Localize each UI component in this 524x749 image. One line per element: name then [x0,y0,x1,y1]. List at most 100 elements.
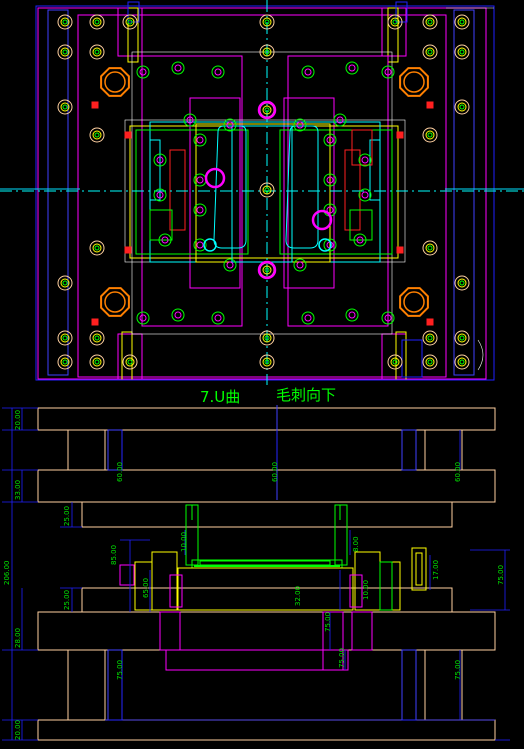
hole-mark [57,14,73,30]
hole-mark [226,121,234,129]
hole-mark [296,121,304,129]
hole-mark [156,156,164,164]
hole-mark [326,176,334,184]
dim-n: 75.00 [497,564,505,585]
hole-mark [259,14,275,30]
hole-mark [425,357,435,367]
hole-mark [196,241,204,249]
hole-mark [390,17,400,27]
dim-top-plate: 20.00 [14,409,22,430]
hole-mark [454,275,470,291]
hole-mark [422,14,438,30]
hole-mark [136,65,150,79]
hole-mark [153,153,167,167]
hole-mark [318,238,332,252]
hole-mark [454,14,470,30]
hole-mark [381,65,395,79]
hole-mark [203,238,217,252]
hole-mark [60,17,70,27]
dim-f: 65.00 [142,577,150,598]
hole-mark [358,153,372,167]
hole-mark [60,278,70,288]
hole-mark [214,68,222,76]
hole-mark [459,49,465,55]
hole-mark [196,206,204,214]
hole-mark [89,354,105,370]
locator-mark [124,246,132,254]
hole-mark [345,308,359,322]
hole-mark [457,278,467,288]
hole-mark [425,243,435,253]
dim-a: 60.00 [116,461,124,482]
hole-mark [427,359,433,365]
hole-mark [358,188,372,202]
hole-mark [92,47,102,57]
hole-mark [89,240,105,256]
section-view [2,405,510,741]
hole-mark [57,275,73,291]
hole-mark [262,17,272,27]
locator-mark [426,101,434,109]
hole-mark [94,49,100,55]
hole-mark [211,65,225,79]
hole-mark [89,14,105,30]
hole-mark [457,357,467,367]
dim-c: 60.00 [454,461,462,482]
guide-post [100,287,130,317]
hole-mark [454,99,470,115]
hole-mark [211,311,225,325]
hole-mark [262,333,272,343]
hole-mark [361,191,369,199]
hole-mark [403,291,425,313]
locator-mark [124,131,132,139]
hole-mark [62,335,68,341]
hole-mark [262,185,272,195]
hole-mark [311,209,333,231]
locator-mark [426,318,434,326]
hole-mark [57,99,73,115]
hole-mark [122,354,138,370]
hole-mark [459,335,465,341]
hole-mark [422,330,438,346]
hole-mark [422,354,438,370]
hole-mark [454,354,470,370]
hole-mark [427,49,433,55]
hole-mark [183,113,197,127]
hole-mark [125,357,135,367]
hole-mark [264,49,270,55]
dim-fifth-plate: 28.00 [14,627,22,648]
dim-d: 85.00 [110,544,118,565]
hole-mark [425,333,435,343]
hole-mark [62,19,68,25]
hole-mark [427,245,433,251]
hole-mark [257,260,277,280]
hole-mark [259,182,275,198]
hole-mark [174,311,182,319]
hole-mark [158,233,172,247]
hole-mark [454,330,470,346]
hole-mark [457,333,467,343]
hole-mark [94,19,100,25]
hole-mark [387,354,403,370]
guide-post [399,67,429,97]
hole-mark [392,19,398,25]
hole-mark [457,17,467,27]
hole-mark [459,19,465,25]
hole-mark [381,311,395,325]
hole-mark [262,47,272,57]
hole-mark [156,191,164,199]
hole-mark [259,330,275,346]
hole-mark [223,258,237,272]
hole-mark [457,47,467,57]
dim-m: 17.00 [432,559,440,580]
dim-bottom-plate: 20.00 [14,719,22,740]
hole-mark [122,14,138,30]
dim-fourth-plate: 25.00 [63,589,71,610]
hole-mark [296,261,304,269]
hole-mark [301,65,315,79]
dim-g: 8.00 [352,536,360,552]
hole-mark [459,359,465,365]
hole-mark [171,61,185,75]
hole-mark [422,240,438,256]
